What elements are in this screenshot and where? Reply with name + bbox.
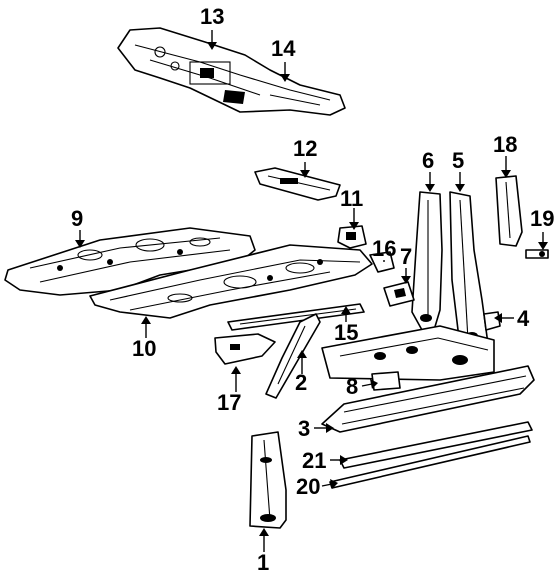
a-pillar-1 <box>249 431 287 529</box>
callout-8: 8 <box>346 374 358 399</box>
clip-19 <box>525 249 549 259</box>
center-pillar-6 <box>411 191 443 331</box>
callout-19: 19 <box>530 206 554 231</box>
main-floor-10 <box>89 244 373 319</box>
molding-20 <box>329 435 531 489</box>
callout-labels: 13 14 12 9 10 11 16 15 17 2 6 5 18 19 7 … <box>71 4 554 575</box>
callout-13: 13 <box>200 4 224 29</box>
front-floor-pan-9 <box>4 227 256 296</box>
callout-6: 6 <box>422 148 434 173</box>
callout-10: 10 <box>132 336 156 361</box>
bracket-11 <box>337 225 367 249</box>
callout-21: 21 <box>302 448 326 473</box>
callout-12: 12 <box>293 136 317 161</box>
callout-4: 4 <box>517 306 530 331</box>
sill-21 <box>339 421 533 469</box>
pillar-strip-2 <box>265 313 321 399</box>
rear-floor-pan-13-14 <box>117 27 346 116</box>
callout-9: 9 <box>71 206 83 231</box>
rear-pillar-5 <box>449 191 489 351</box>
rocker-3 <box>321 365 535 433</box>
leader-lines <box>75 30 548 552</box>
callout-11: 11 <box>340 186 363 211</box>
bracket-7 <box>383 281 415 307</box>
plate-8 <box>371 371 401 391</box>
callout-2: 2 <box>295 370 307 395</box>
callout-18: 18 <box>493 132 517 157</box>
callout-17: 17 <box>217 390 241 415</box>
callout-20: 20 <box>296 474 320 499</box>
bracket-4 <box>483 311 501 331</box>
trim-panel-18 <box>495 175 523 247</box>
brace-17 <box>214 333 276 365</box>
callout-7: 7 <box>400 244 412 269</box>
callout-15: 15 <box>334 320 358 345</box>
reinforcement-15 <box>227 303 365 331</box>
callout-5: 5 <box>452 148 464 173</box>
lower-pillar-assembly <box>321 325 495 381</box>
callout-14: 14 <box>271 36 296 61</box>
callout-3: 3 <box>298 416 310 441</box>
bracket-16 <box>369 251 395 273</box>
callout-1: 1 <box>257 550 269 575</box>
callout-16: 16 <box>372 236 396 261</box>
cross-member-12 <box>254 167 341 201</box>
